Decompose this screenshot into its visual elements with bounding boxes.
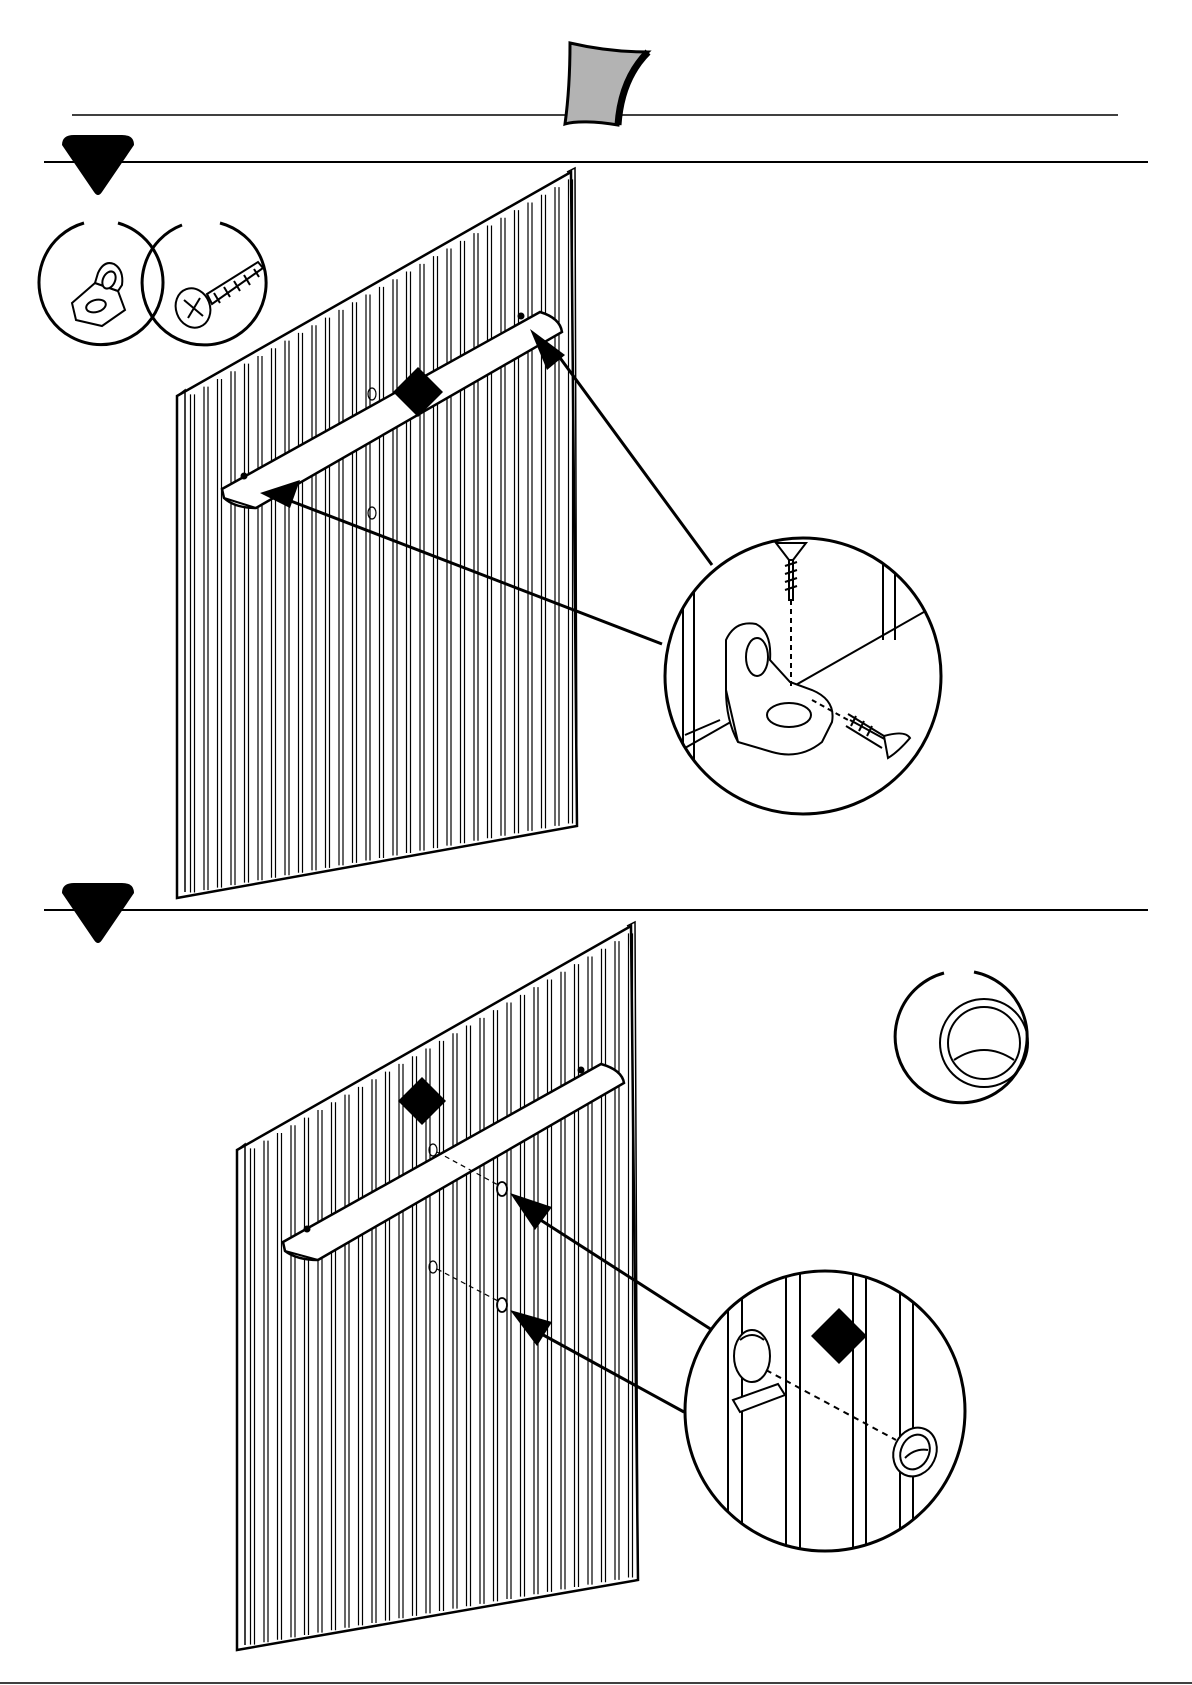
grommet-icon: [940, 999, 1028, 1087]
angle-bracket-icon: [72, 263, 125, 326]
header: [72, 43, 1118, 125]
step-2: [44, 883, 1148, 1650]
bracket-screw-mounting-detail: [665, 538, 945, 820]
step-2-marker-icon: [62, 883, 134, 943]
parts-callout-screw: [142, 223, 266, 345]
parts-callout-grommet: [895, 972, 1028, 1103]
wall-panel-2: [237, 922, 638, 1650]
grommet-hole-detail: [685, 1260, 965, 1560]
screw-icon: [170, 262, 263, 333]
section-tab-icon: [565, 43, 648, 125]
step-1: [39, 135, 1148, 898]
step-1-marker-icon: [62, 135, 134, 195]
parts-callout-bracket: [39, 223, 163, 345]
